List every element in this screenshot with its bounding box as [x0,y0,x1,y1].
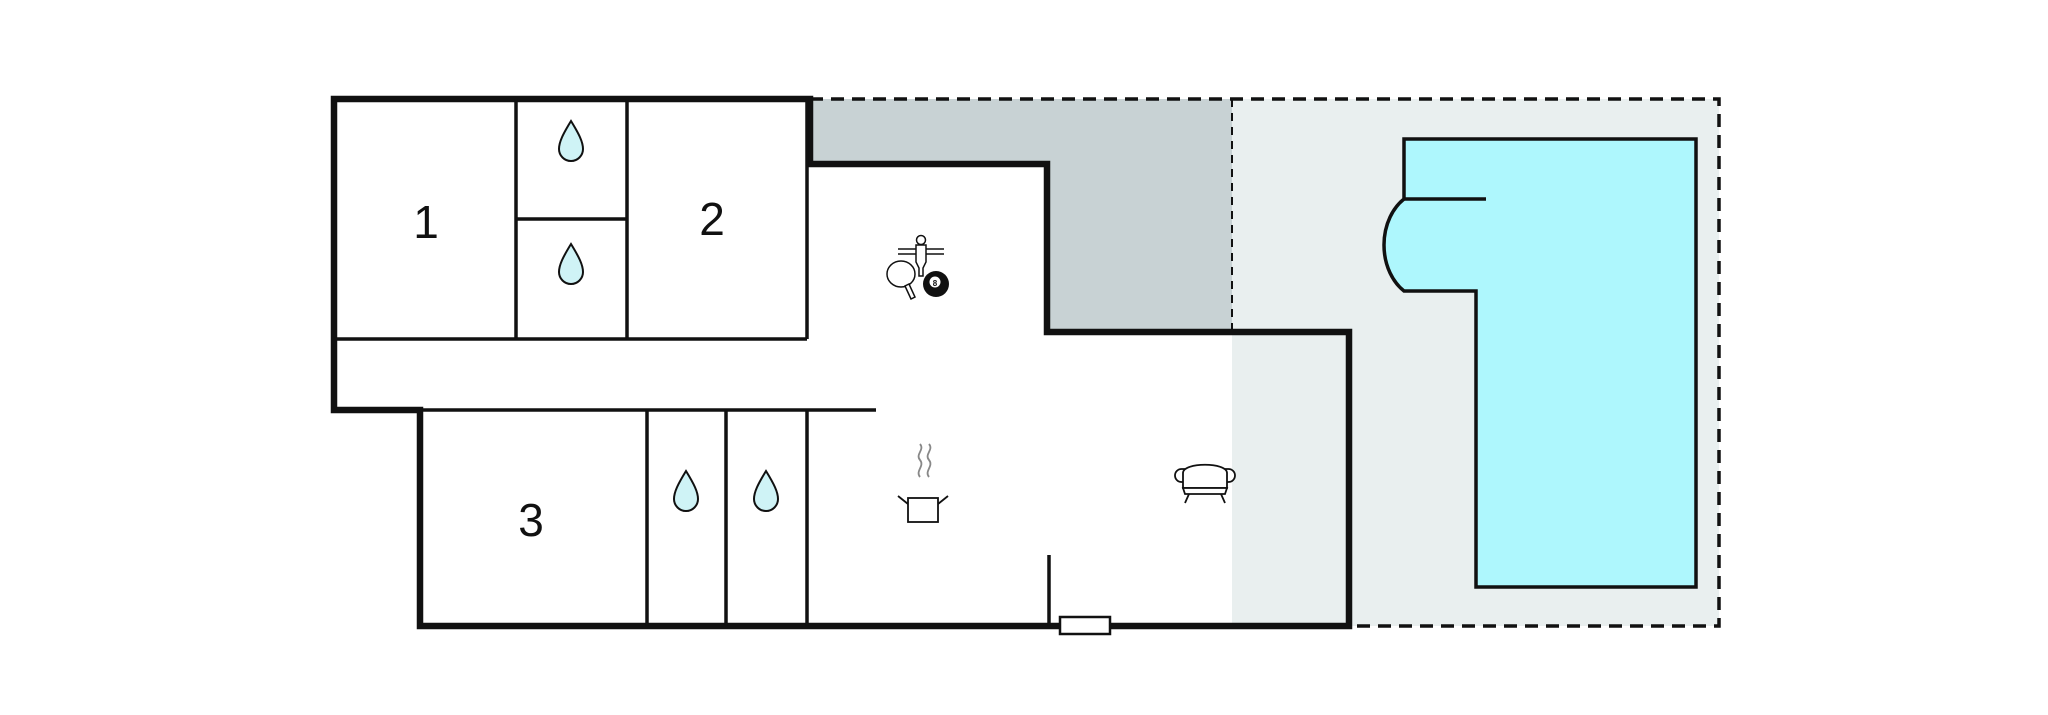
water-drop-icon [557,119,585,162]
room-label-3: 3 [518,494,544,546]
water-drop-icon [557,242,585,285]
interior-walls [334,99,1051,626]
water-drop-icon [752,469,780,512]
swimming-pool [1382,137,1698,589]
entrance-door [1058,615,1112,636]
room-label-1: 1 [413,196,439,248]
covered-terrace [810,99,1232,332]
cooking-pot-icon [897,443,949,523]
table-football-icon [898,234,944,277]
exterior-walls [330,95,1353,630]
table-tennis-paddle-icon [886,260,916,301]
eight-ball-icon: 8 [923,271,949,297]
room-label-2: 2 [699,193,725,245]
water-drop-icon [672,469,700,512]
sofa-icon [1174,463,1236,504]
terrace-dashed-boundary [810,97,1721,628]
svg-text:8: 8 [933,279,938,288]
